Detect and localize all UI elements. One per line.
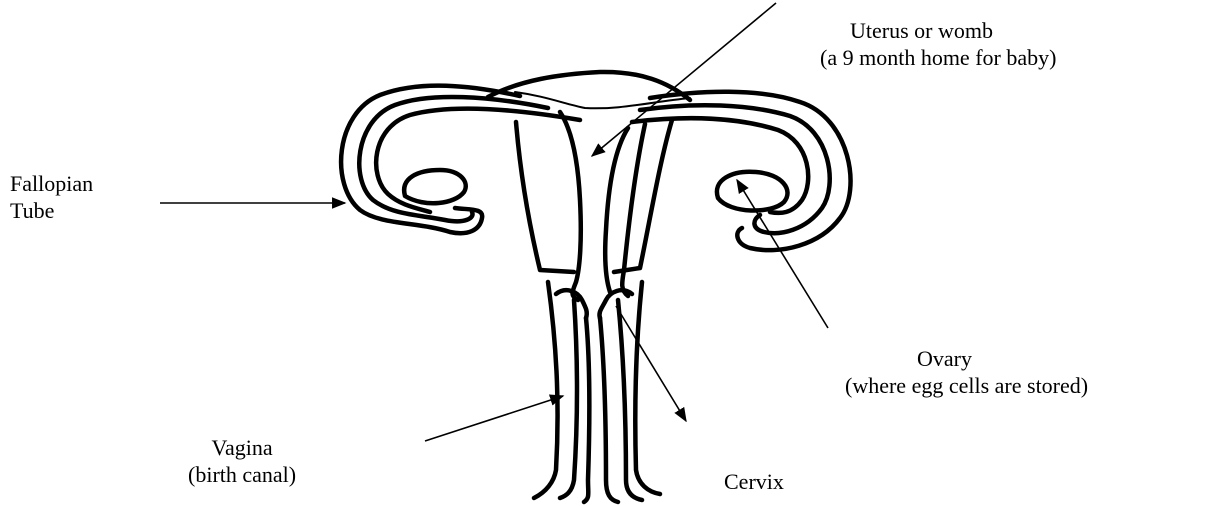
vagina-right-outer — [635, 282, 660, 494]
vagina-center-right — [600, 318, 618, 502]
left-ovary — [404, 170, 466, 203]
label-vagina-line2: (birth canal) — [188, 461, 296, 488]
uterus-left-wall-outer — [516, 122, 574, 272]
label-vagina-line1: Vagina — [188, 434, 296, 461]
label-uterus-line2: (a 9 month home for baby) — [820, 44, 1056, 71]
label-uterus: Uterus or womb (a 9 month home for baby) — [820, 17, 1056, 71]
vagina-left-inner — [560, 300, 577, 498]
label-ovary-line2: (where egg cells are stored) — [845, 372, 1088, 399]
label-uterus-line1: Uterus or womb — [820, 17, 1056, 44]
label-cervix-line1: Cervix — [724, 468, 784, 495]
label-cervix: Cervix — [724, 468, 784, 495]
vagina-center-left — [584, 318, 589, 502]
arrow-uterus — [592, 3, 776, 156]
label-vagina: Vagina (birth canal) — [188, 434, 296, 488]
label-ovary-line1: Ovary — [845, 345, 1088, 372]
label-fallopian-tube-line2: Tube — [10, 197, 93, 224]
arrow-vagina — [425, 396, 563, 441]
vagina-left-outer — [534, 282, 558, 498]
label-ovary: Ovary (where egg cells are stored) — [845, 345, 1088, 399]
label-fallopian-tube-line1: Fallopian — [10, 170, 93, 197]
label-fallopian-tube: Fallopian Tube — [10, 170, 93, 224]
reproductive-organ-drawing — [341, 72, 850, 502]
